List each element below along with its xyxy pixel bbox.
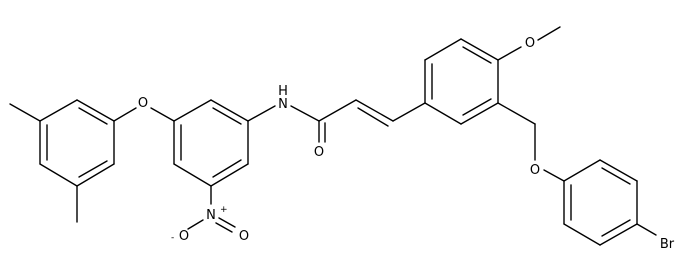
bond [599,159,638,182]
methoxy-oxygen-label: O [525,36,535,51]
bond [150,107,175,122]
bond [462,98,492,116]
bond [599,223,638,246]
bond [210,163,249,187]
methyl-bond [9,103,41,122]
bond [39,99,78,122]
bond [424,38,462,61]
bond [563,223,601,246]
bond [497,46,522,61]
ether-oxygen-label: O [138,96,148,111]
bond [212,107,242,125]
bond [218,217,236,228]
nitro-nitrogen-charge: + [220,205,228,215]
bromophenyl-ring [563,159,638,246]
bond [543,169,565,182]
bond [318,99,357,122]
bond [563,159,601,182]
bond [173,163,212,187]
bond [601,219,631,237]
bond [187,219,204,230]
bond [113,107,137,122]
nitro-nitrogen-label: N [206,208,216,223]
bond [215,222,233,233]
carbonyl-oxygen-label: O [314,145,324,160]
bond [357,107,389,127]
bond [460,102,499,125]
bond [424,102,462,125]
bond [76,99,115,122]
nitro-oxygen-label: O [239,229,249,244]
bond [355,99,394,122]
methyl-bond [537,26,561,41]
bond [392,102,426,122]
bond [39,163,78,187]
bond [247,105,276,122]
amide-hydrogen-label: H [278,84,288,99]
nitrophenyl-ring [173,99,249,187]
bond [78,107,108,125]
amide-nitrogen-label: N [278,97,288,112]
bromine-label: Br [660,237,675,252]
bond [173,99,212,122]
bond [212,159,242,178]
nitro-oxide-charge: - [171,233,174,243]
nitro-oxide-oxygen-label: O [179,229,189,244]
bond [78,160,108,178]
methoxyphenyl-ring [424,38,499,125]
bond [636,223,657,236]
bond [462,46,492,64]
bond [210,99,249,122]
bond [497,102,536,125]
bond [290,105,320,122]
benzyl-ether-oxygen-label: O [530,163,540,178]
dimethylphenyl-ring [9,99,115,223]
bond [601,167,631,185]
bond [76,163,115,187]
bond [460,38,499,61]
